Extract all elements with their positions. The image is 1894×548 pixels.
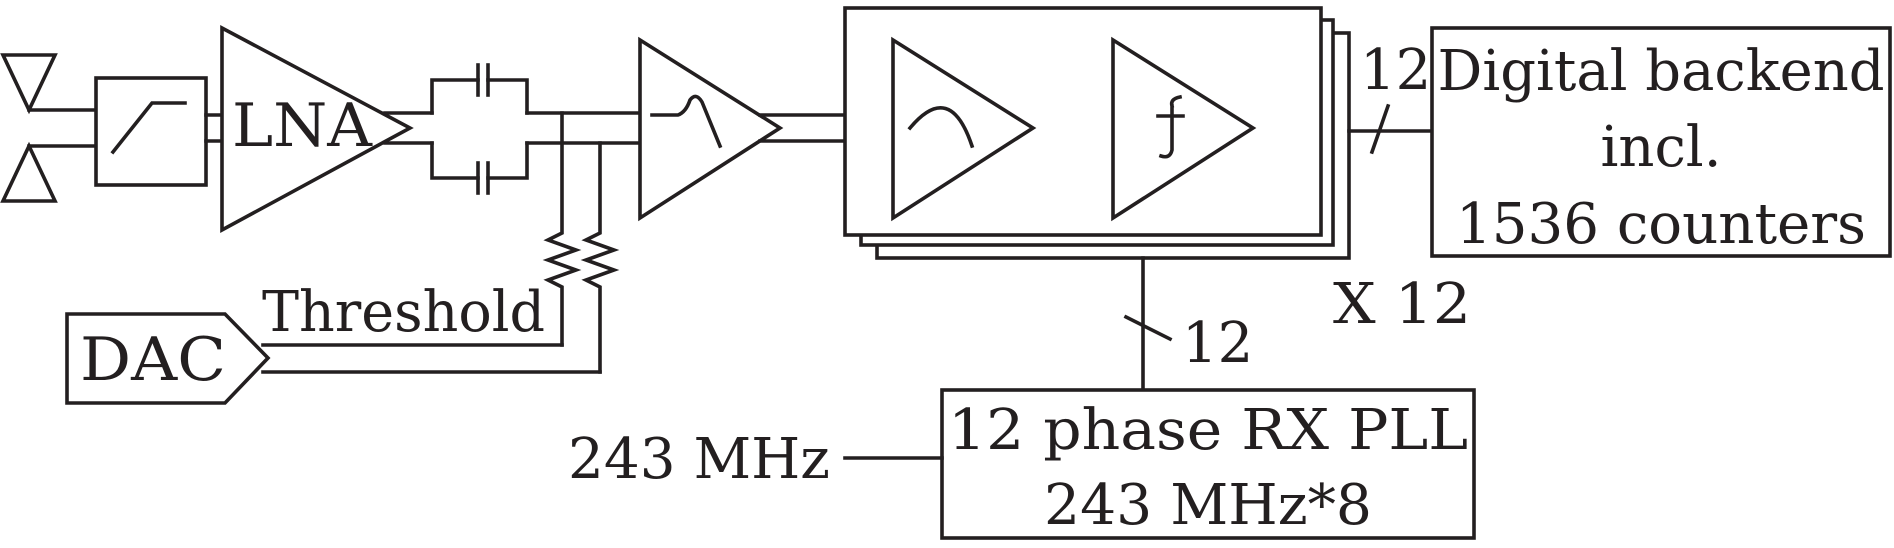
highpass-filter-icon (110, 101, 187, 155)
pll-line-1: 12 phase RX PLL (948, 398, 1468, 463)
dac-block: DAC (65, 312, 271, 405)
backend-bus (1347, 103, 1434, 155)
threshold-lines (261, 343, 602, 374)
dac-label: DAC (80, 325, 226, 395)
pll-line-2: 243 MHz*8 (1044, 473, 1372, 538)
digital-backend-block: Digital backend incl. 1536 counters (1430, 26, 1892, 258)
highpass-filter-block (94, 76, 208, 187)
sampler-triangle (1111, 36, 1257, 222)
bus-slash (1123, 314, 1173, 342)
lna-amplifier: LNA (220, 25, 414, 234)
sampler-block (843, 6, 1323, 237)
sampler-triangle (891, 36, 1037, 222)
replication-label: X 12 (1333, 272, 1471, 337)
lna-label: LNA (232, 91, 373, 161)
capacitor-icon (430, 63, 529, 115)
filter-to-lna-wires (204, 113, 224, 143)
antenna-icon (0, 53, 58, 203)
capacitor-icon (430, 141, 529, 195)
resistor-icon (580, 141, 620, 374)
comparator (638, 36, 784, 222)
backend-line-3: 1536 counters (1456, 192, 1866, 257)
differential-signal-lines (383, 111, 642, 145)
resistor-icon (542, 111, 582, 347)
ref-clock-label: 243 MHz (568, 427, 830, 492)
function-icon (1156, 94, 1185, 159)
backend-line-2: incl. (1600, 115, 1721, 180)
pll-block: 12 phase RX PLL 243 MHz*8 (940, 388, 1476, 540)
pll-bus-width: 12 (1182, 311, 1253, 376)
pll-clock-bus (1123, 256, 1173, 392)
backend-line-1: Digital backend (1438, 39, 1885, 104)
hysteresis-icon (650, 94, 723, 149)
integrator-icon (907, 106, 975, 149)
bus-slash (1369, 103, 1391, 155)
antenna-feed-wires (27, 108, 98, 148)
backend-bus-width: 12 (1360, 38, 1431, 103)
comparator-to-sampler-lines (758, 113, 847, 143)
threshold-label: Threshold (262, 280, 545, 345)
